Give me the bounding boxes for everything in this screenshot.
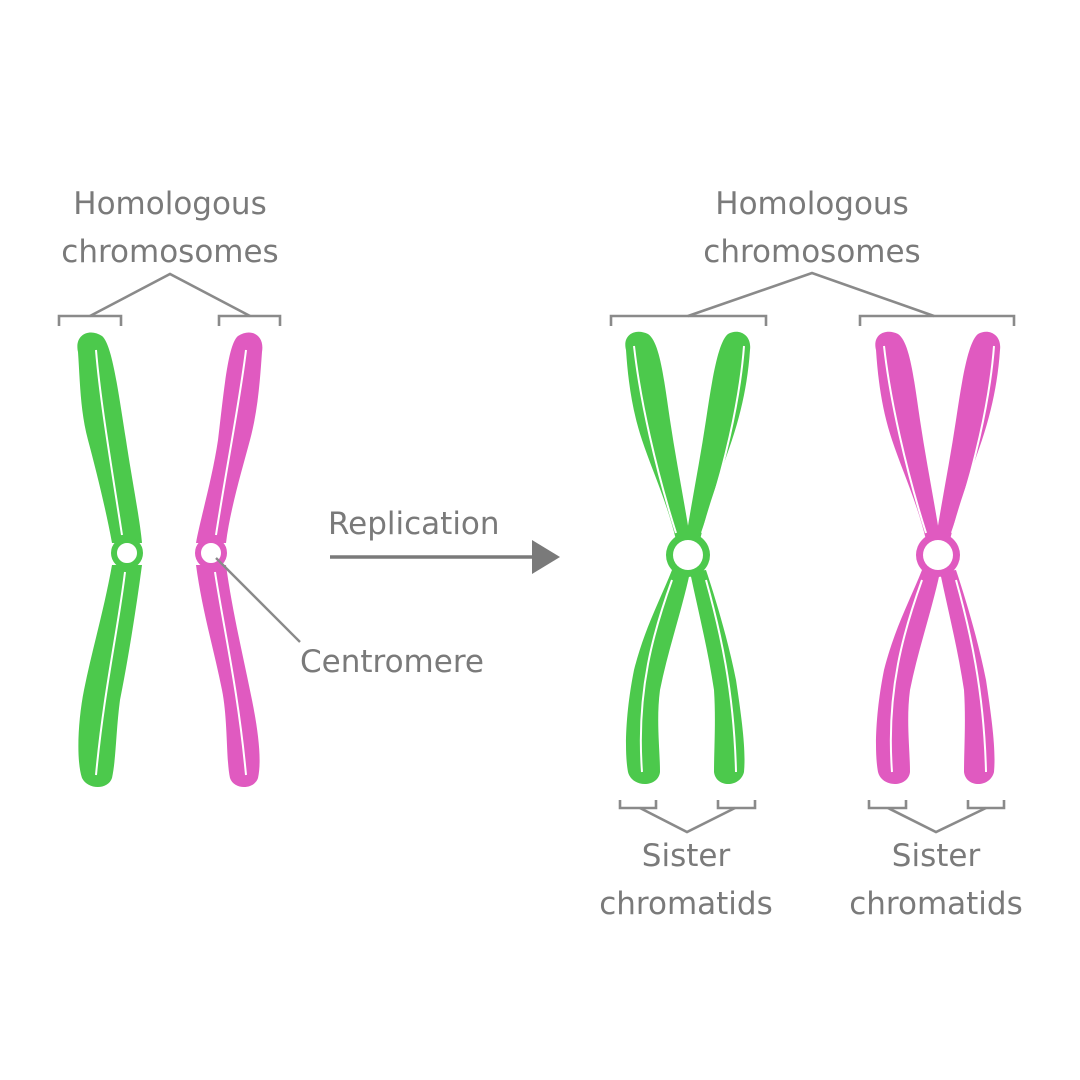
centromere-pointer-line <box>215 557 301 643</box>
left-homologous-label-line1: Homologous <box>73 186 266 222</box>
green-sister-label-line2: chromatids <box>599 886 773 922</box>
left-green-centromere <box>111 537 143 569</box>
replication-arrow-icon <box>330 540 560 574</box>
replication-label: Replication <box>328 506 500 542</box>
right-homologous-label-line2: chromosomes <box>703 234 920 270</box>
right-pink-centromere <box>923 540 953 570</box>
right-homologous-bracket <box>609 271 1016 326</box>
green-sister-label-line1: Sister <box>642 838 731 874</box>
green-sister-chromatids-bracket <box>618 800 757 834</box>
left-homologous-label-line2: chromosomes <box>61 234 278 270</box>
pink-sister-chromatids-bracket <box>867 800 1006 834</box>
left-homologous-bracket <box>57 272 282 326</box>
left-green-chromosome <box>77 332 143 787</box>
right-pink-replicated-chromosome <box>875 331 1001 784</box>
right-homologous-label-line1: Homologous <box>715 186 908 222</box>
pink-sister-label-line2: chromatids <box>849 886 1023 922</box>
right-green-centromere <box>673 540 703 570</box>
left-pink-chromosome <box>195 332 263 787</box>
pink-sister-label-line1: Sister <box>892 838 981 874</box>
centromere-label: Centromere <box>300 644 484 680</box>
right-green-replicated-chromosome <box>625 331 751 784</box>
